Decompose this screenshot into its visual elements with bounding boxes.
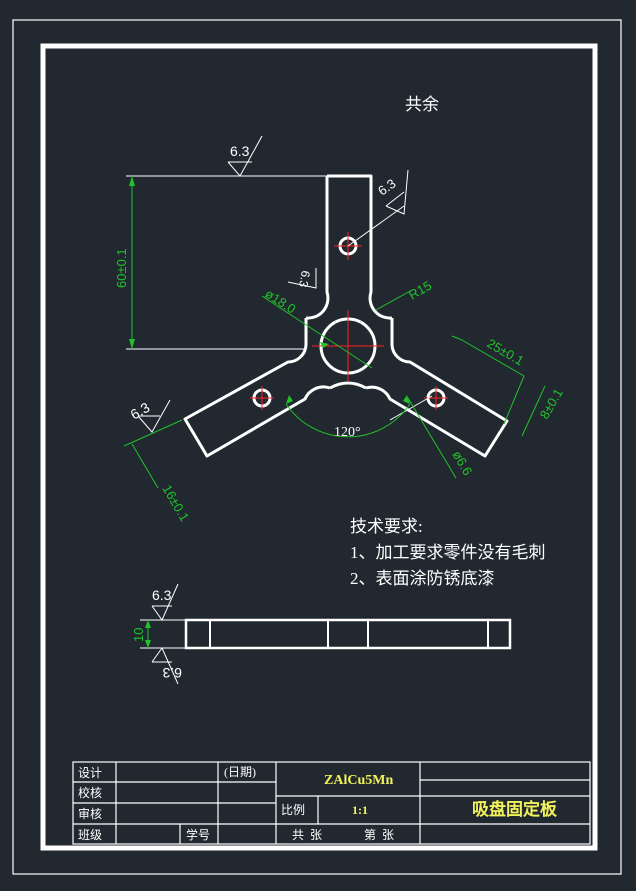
roughness-value-side-bottom: 6.3 [162,665,182,681]
roughness-value-arm: 6.3 [375,176,398,199]
tb-material: ZAlCu5Mn [324,773,393,788]
tb-scale-value: 1:1 [352,803,368,817]
tech-requirement-1: 1、加工要求零件没有毛刺 [350,543,546,562]
roughness-value-left: 6.3 [128,399,153,423]
side-dimension [145,620,151,648]
part-top-view [183,174,509,458]
dim-arm-width-left: 16±0.1 [159,482,192,524]
dim-height: 60±0.1 [114,248,129,288]
dim-angle: 120° [334,425,361,440]
roughness-value-top: 6.3 [230,143,250,159]
tb-sheets-total: 共 张 [292,828,322,842]
tb-design: 设计 [78,766,102,780]
roughness-symbol-top [227,135,263,177]
tb-review: 审核 [78,806,102,821]
extension-lines [126,175,433,421]
roughness-symbol-arm [385,169,409,215]
dimension-lines [123,176,546,489]
tb-date: (日期) [224,765,256,779]
roughness-symbol-left [137,399,171,433]
roughness-value-side-top: 6.3 [152,587,172,603]
dim-radius: R15 [406,278,434,303]
tech-requirement-2: 2、表面涂防锈底漆 [350,569,495,588]
tb-sheet-number: 第 张 [364,828,394,842]
tb-class: 班级 [78,828,102,842]
part-side-view [140,618,512,650]
dim-thickness: 10 [131,628,146,642]
tb-part-name: 吸盘固定板 [472,799,558,819]
title-block-grid [72,761,591,845]
tb-student-id: 学号 [186,827,210,842]
roughness-symbol-hub [287,268,317,289]
dim-arm-length: 25±0.1 [485,336,527,369]
dim-hub-diameter: ø18.0 [262,286,298,317]
tb-check: 校核 [78,785,102,800]
tech-requirements-title: 技术要求: [350,517,423,536]
dimension-arrows [129,176,410,404]
roughness-rest-label: 共余 [405,95,439,114]
outer-frame [12,19,622,875]
roughness-symbol-side-top [151,583,179,622]
inner-frame [40,43,598,851]
roughness-symbol-side-bottom [151,646,179,685]
dim-arm-width-right: 8±0.1 [537,386,566,422]
tb-scale-label: 比例 [281,803,305,817]
roughness-value-hub: 6.3 [296,269,313,288]
